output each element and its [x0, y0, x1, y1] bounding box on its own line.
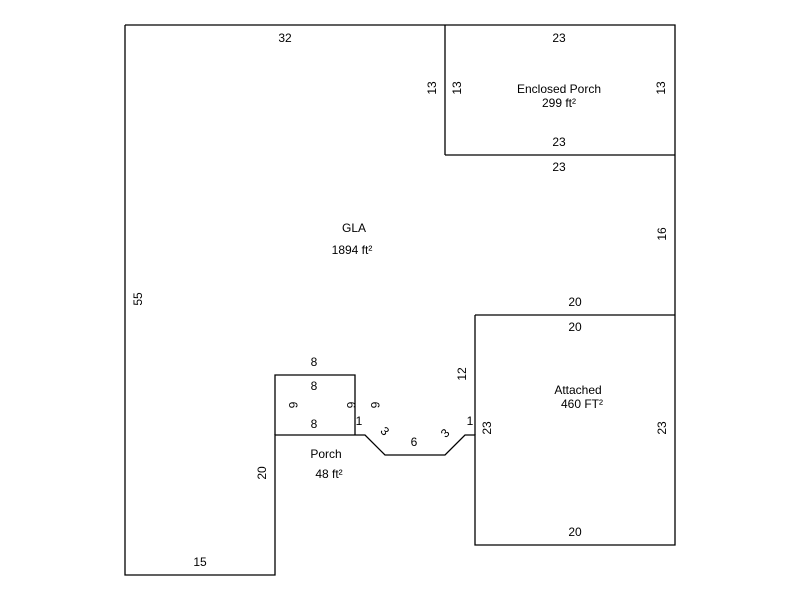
attached-label: Attached — [554, 383, 601, 397]
dim-label: 20 — [255, 466, 269, 480]
dim-label: 20 — [568, 320, 582, 334]
dim-label: 23 — [552, 160, 566, 174]
dim-label: 8 — [311, 417, 318, 431]
outline-lines — [124, 24, 676, 576]
porch-area: 48 ft² — [315, 467, 342, 481]
dim-label: 32 — [278, 31, 292, 45]
dim-label: 13 — [425, 81, 439, 95]
dim-label: 12 — [455, 367, 469, 381]
dim-label: 8 — [311, 355, 318, 369]
gla-area: 1894 ft² — [332, 243, 373, 257]
dim-label: 8 — [311, 379, 318, 393]
dim-label: 23 — [552, 135, 566, 149]
attached-area: 460 FT² — [561, 397, 603, 411]
enclosed-porch-label: Enclosed Porch — [517, 82, 601, 96]
dim-label: 3 — [438, 426, 453, 441]
dimension-labels: 32 55 15 20 13 23 16 20 12 8 6 1 3 6 3 1… — [131, 31, 669, 569]
dim-label: 13 — [450, 81, 464, 95]
dim-label: 20 — [568, 525, 582, 539]
dim-label: 20 — [568, 295, 582, 309]
dim-label: 23 — [480, 421, 494, 435]
gla-outline — [124, 24, 676, 576]
dim-label: 15 — [193, 555, 207, 569]
dim-label: 55 — [131, 292, 145, 306]
enclosed-porch-area: 299 ft² — [542, 96, 576, 110]
porch-box — [274, 374, 356, 435]
dim-label: 1 — [467, 414, 474, 428]
dim-label: 13 — [654, 81, 668, 95]
dim-label: 1 — [356, 414, 363, 428]
dim-label: 6 — [368, 402, 382, 409]
dim-label: 3 — [378, 424, 393, 439]
dim-label: 23 — [552, 31, 566, 45]
gla-label: GLA — [342, 221, 366, 235]
dim-label: 6 — [286, 402, 300, 409]
dim-label: 6 — [344, 402, 358, 409]
porch-label: Porch — [310, 447, 341, 461]
dim-label: 6 — [411, 435, 418, 449]
dim-label: 23 — [655, 421, 669, 435]
dim-label: 16 — [655, 227, 669, 241]
